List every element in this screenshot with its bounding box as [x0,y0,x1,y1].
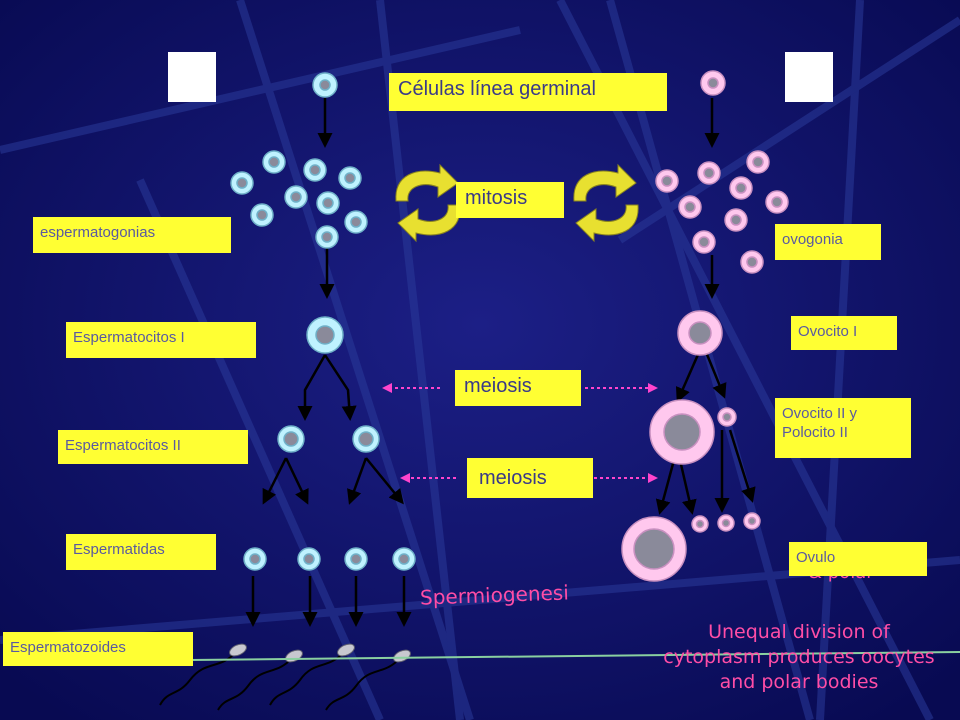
espermatocitos-i-label: Espermatocitos I [66,322,256,358]
oogonia-cluster [655,150,789,274]
ovogonia-label: ovogonia [775,224,881,260]
ovulo-label: Ovulo [789,542,927,576]
secondary-oocyte [649,399,715,465]
flow-arrows [245,98,756,627]
female-cells [621,70,789,582]
primary-oocyte [677,310,723,356]
espermatozoides-label: Espermatozoides [3,632,193,666]
ovum [621,516,687,582]
title-label: Células línea germinal [389,73,667,111]
meiosis-label-1: meiosis [455,370,581,406]
polar-body-1 [717,407,737,427]
unequal-division-annotation: Unequal division of cytoplasm produces o… [663,621,935,693]
ovocito-ii-label: Ovocito II y Polocito II [775,398,911,458]
spermatogonia-cluster [230,150,368,249]
polar-bodies [691,512,761,533]
primary-spermatocyte [306,316,344,354]
spermatogonium-top [312,72,338,98]
white-square-left [168,52,216,102]
secondary-spermatocytes [277,425,380,453]
espermatidas-label: Espermatidas [66,534,216,570]
espermatogonias-label: espermatogonias [33,217,231,253]
ovocito-i-label: Ovocito I [791,316,897,350]
white-square-right [785,52,833,102]
meiosis-arrows [382,383,658,483]
spermatids [243,547,416,571]
meiosis-label-2: meiosis [467,458,593,498]
baseline [189,651,960,661]
espermatocitos-ii-label: Espermatocitos II [58,430,248,464]
mitosis-label: mitosis [456,182,564,218]
spermatozoa [159,643,411,711]
oogonium-top [700,70,726,96]
male-cells [230,72,416,571]
